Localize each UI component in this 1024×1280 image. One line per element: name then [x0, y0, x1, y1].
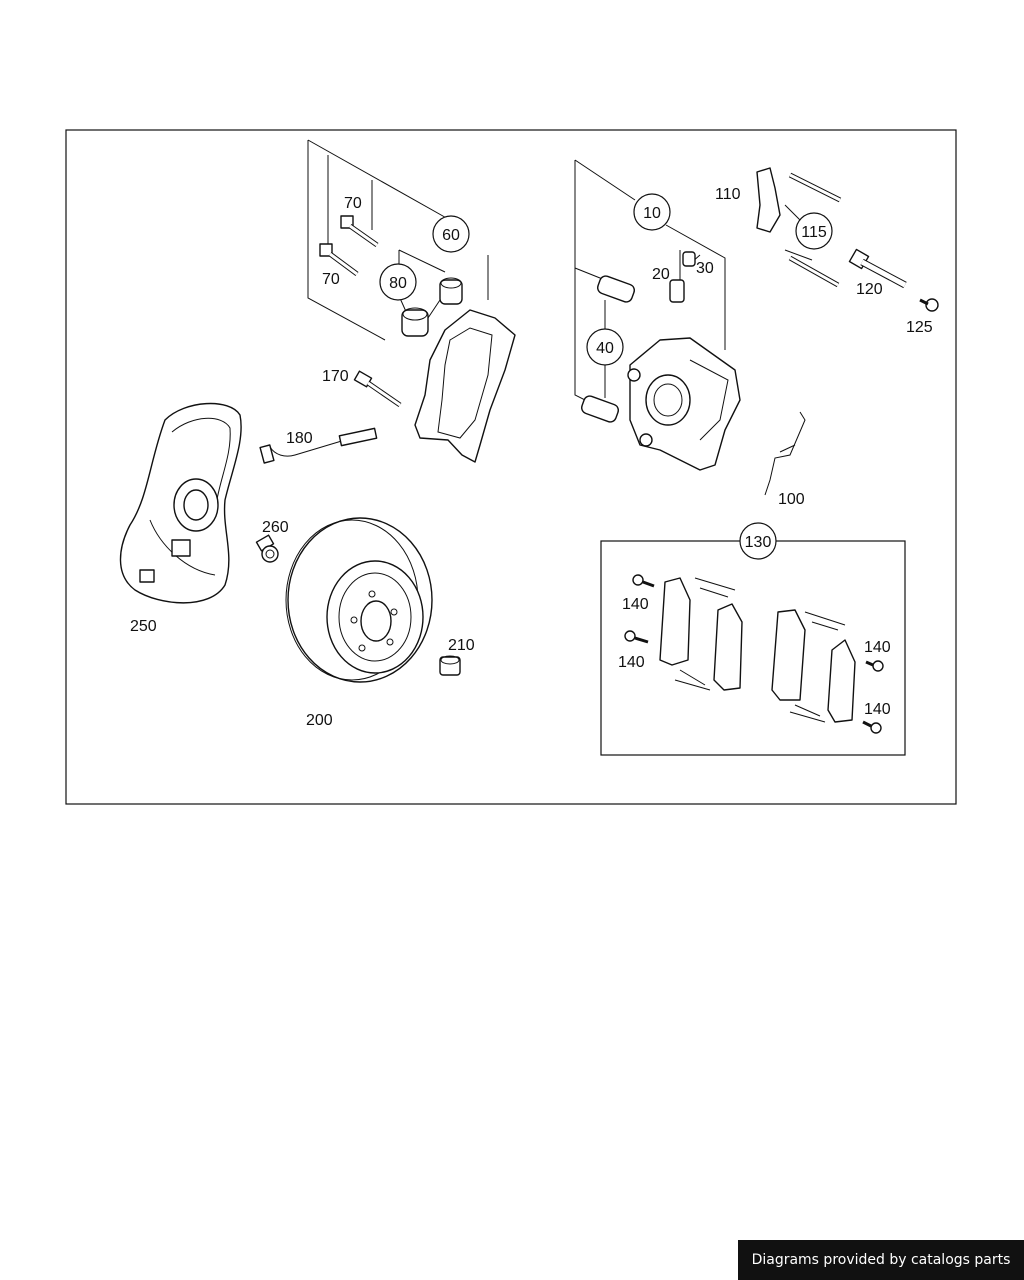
label-140-c: 140 — [864, 639, 891, 656]
guide-pin-upper — [596, 275, 636, 303]
label-130: 130 — [745, 534, 772, 551]
brake-caliper — [627, 337, 741, 471]
pad-pin-lower — [788, 255, 840, 288]
brake-carrier — [414, 309, 516, 463]
callout-circle-10 — [633, 193, 671, 231]
label-100: 100 — [778, 491, 805, 508]
label-70-upper: 70 — [344, 195, 362, 212]
callout-circle-115 — [795, 212, 833, 250]
label-250: 250 — [130, 618, 157, 635]
bolt-70-upper — [340, 215, 379, 248]
label-140-d: 140 — [864, 701, 891, 718]
brake-pad-4 — [827, 639, 856, 723]
screw-210 — [439, 655, 461, 676]
spring-clip — [764, 411, 806, 496]
label-80: 80 — [389, 275, 407, 292]
label-110: 110 — [715, 186, 741, 203]
label-70-lower: 70 — [322, 271, 340, 288]
label-260: 260 — [262, 519, 289, 536]
bushing-80 — [401, 307, 429, 337]
bolt-70-lower — [319, 243, 359, 277]
brake-pad-1 — [659, 577, 691, 666]
pad-clips — [674, 577, 846, 723]
callout-circle-60 — [432, 215, 470, 253]
label-210: 210 — [448, 637, 475, 654]
label-120: 120 — [856, 281, 883, 298]
pad-screws — [624, 574, 884, 734]
guide-pin-lower — [580, 395, 620, 423]
bolt-170 — [353, 370, 402, 408]
label-140-b: 140 — [618, 654, 645, 671]
label-125: 125 — [906, 319, 933, 336]
guide-bolt-120 — [848, 248, 907, 289]
brake-pad-3 — [771, 609, 806, 701]
label-115: 115 — [801, 224, 827, 241]
label-180: 180 — [286, 430, 313, 447]
label-60: 60 — [442, 227, 460, 244]
wear-sensor — [259, 427, 378, 464]
diagram-frame — [65, 129, 957, 805]
credit-banner: Diagrams provided by catalogs parts — [738, 1240, 1024, 1280]
label-170: 170 — [322, 368, 349, 385]
dust-shield — [119, 402, 242, 604]
bushing-60 — [439, 277, 463, 305]
brake-disc — [285, 517, 433, 683]
callout-circle-130 — [739, 522, 777, 560]
brake-pad-2 — [713, 603, 743, 691]
label-140-a: 140 — [622, 596, 649, 613]
bleeder-valve — [669, 251, 696, 303]
label-40: 40 — [596, 340, 614, 357]
anti-rattle-clip — [756, 167, 781, 233]
pad-kit-frame — [600, 540, 906, 756]
pad-pin-upper — [788, 172, 842, 203]
label-10: 10 — [643, 205, 661, 222]
screw-260 — [255, 534, 279, 563]
label-200: 200 — [306, 712, 333, 729]
label-20: 20 — [652, 266, 670, 283]
callout-circle-80 — [379, 263, 417, 301]
label-30: 30 — [696, 260, 714, 277]
callout-circle-40 — [586, 328, 624, 366]
screw-125 — [919, 298, 939, 312]
